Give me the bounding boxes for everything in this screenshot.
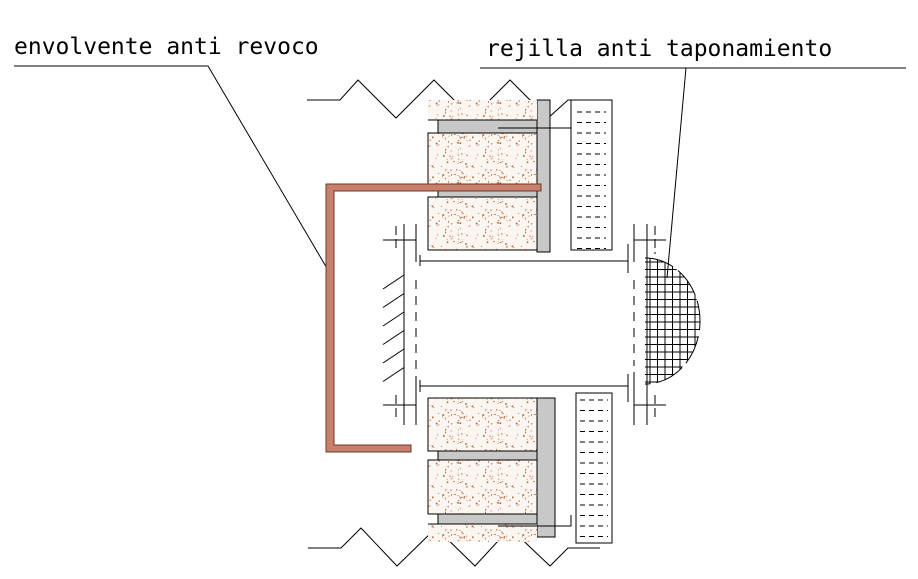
wall-bottom: [427, 392, 613, 544]
louvre-slat: [382, 348, 405, 364]
label-envolvente: envolvente anti revoco: [14, 34, 319, 60]
leader-envolvente: [14, 65, 329, 271]
brick: [427, 459, 538, 515]
mesh-outline: [644, 257, 701, 385]
louvre-slat: [382, 274, 405, 290]
mortar-joint: [437, 450, 538, 461]
label-rejilla: rejilla anti taponamiento: [486, 36, 832, 62]
leader-lines: [14, 65, 906, 279]
brick: [428, 524, 537, 542]
louvre-slat: [382, 330, 405, 345]
mortar-joint: [437, 513, 538, 525]
wall-top: [427, 99, 613, 253]
duct: [419, 244, 629, 402]
brick: [427, 132, 538, 187]
mortar-vertical: [536, 397, 556, 538]
mortar-joint: [437, 119, 538, 134]
louvre-slat: [382, 293, 405, 308]
break-lines: [307, 79, 600, 567]
break-line-top: [307, 79, 600, 119]
insulation: [575, 392, 613, 544]
leader-rejilla: [666, 67, 687, 279]
brick: [427, 397, 538, 452]
mortar-vertical: [536, 99, 551, 253]
louvre-slat: [382, 311, 405, 327]
copper-flashing: [325, 183, 542, 453]
louvre-grille: [382, 224, 417, 425]
insulation-hatch: [577, 111, 608, 537]
louvre-slat: [382, 367, 405, 382]
anti-clog-grille: [633, 224, 701, 425]
brick: [427, 196, 538, 251]
break-line-bottom: [308, 527, 600, 567]
brick: [428, 100, 537, 120]
